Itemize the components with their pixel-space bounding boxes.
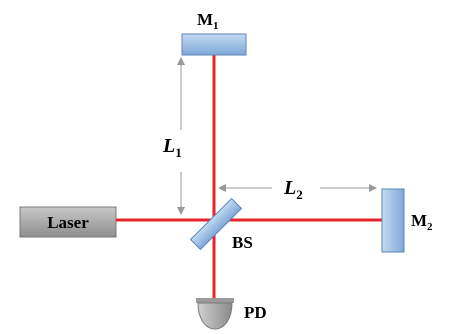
mirror-m2-subscript: 2 bbox=[427, 221, 433, 233]
laser-label: Laser bbox=[47, 213, 89, 232]
beam-splitter: BS bbox=[189, 197, 253, 252]
arm2-length-dimension: L2 bbox=[218, 177, 377, 202]
svg-text:L2: L2 bbox=[283, 177, 303, 202]
svg-text:M2: M2 bbox=[411, 211, 433, 233]
arm2-length-symbol: L bbox=[283, 177, 296, 199]
arm1-length-dimension: L1 bbox=[162, 57, 185, 215]
mirror-m2: M2 bbox=[381, 188, 433, 253]
laser-beams bbox=[116, 55, 382, 298]
photodetector-label: PD bbox=[244, 303, 267, 322]
photodetector: PD bbox=[196, 298, 267, 330]
mirror-m1: M1 bbox=[181, 10, 247, 56]
arm2-length-subscript: 2 bbox=[296, 187, 303, 202]
mirror-m1-label: M bbox=[197, 10, 213, 29]
beam-splitter-label: BS bbox=[232, 233, 253, 252]
arm1-length-symbol: L bbox=[162, 135, 175, 157]
mirror-m1-subscript: 1 bbox=[213, 20, 219, 32]
arm1-length-subscript: 1 bbox=[175, 145, 182, 160]
svg-text:L1: L1 bbox=[162, 135, 182, 160]
mirror-m2-label: M bbox=[411, 211, 427, 230]
laser: Laser bbox=[19, 206, 117, 238]
svg-text:M1: M1 bbox=[197, 10, 219, 32]
